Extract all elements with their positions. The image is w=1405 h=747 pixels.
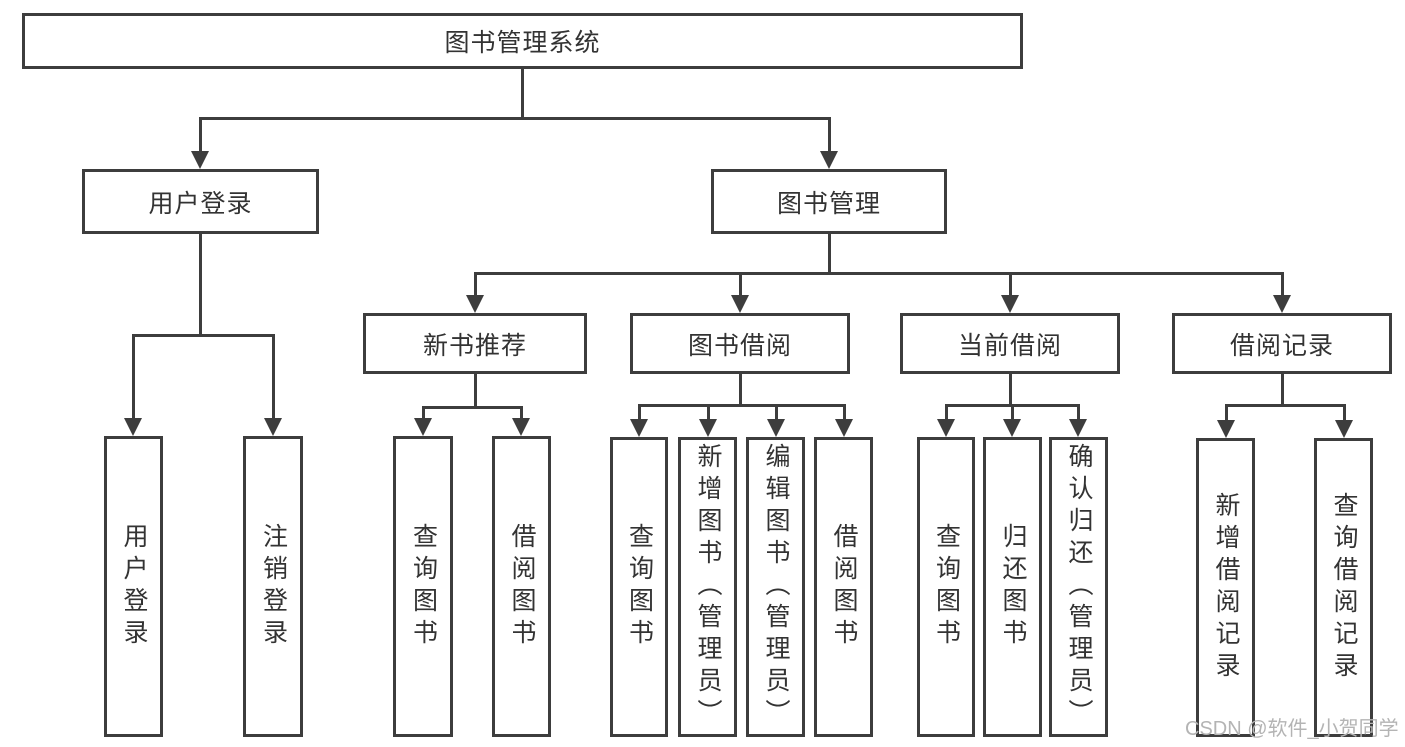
node-label: 当前借阅	[957, 331, 1062, 360]
node-book-management: 图书管理	[711, 169, 947, 234]
node-label: 注销登录	[259, 522, 288, 651]
node-label: 查询图书	[409, 522, 438, 651]
node-label: 归还图书	[999, 523, 1027, 651]
leaf-br-add-record: 新增借阅记录	[1196, 438, 1255, 737]
connector-line	[945, 404, 948, 421]
node-label: 用户登录	[120, 522, 148, 651]
node-user-login: 用户登录	[82, 169, 319, 234]
connector-line	[422, 406, 425, 420]
node-label: 确认归还（管理员）	[1065, 443, 1093, 731]
node-label: 用户登录	[148, 189, 253, 218]
connector-arrowhead	[1069, 419, 1087, 437]
connector-arrowhead	[124, 418, 142, 436]
node-label: 查询图书	[625, 523, 654, 651]
connector-arrowhead	[699, 419, 717, 437]
node-label: 新书推荐	[422, 331, 527, 360]
connector-arrowhead	[835, 419, 853, 437]
connector-line	[474, 272, 1284, 275]
connector-line	[1343, 404, 1346, 422]
connector-line	[828, 117, 831, 153]
node-label: 借阅记录	[1229, 331, 1334, 360]
node-label: 新增借阅记录	[1212, 491, 1240, 684]
connector-arrowhead	[937, 419, 955, 437]
leaf-nb-query-books: 查询图书	[393, 436, 453, 737]
connector-line	[272, 334, 275, 420]
connector-line	[1009, 374, 1012, 405]
connector-arrowhead	[1001, 295, 1019, 313]
connector-arrowhead	[1335, 420, 1353, 438]
connector-line	[638, 404, 641, 421]
node-label: 查询借阅记录	[1330, 491, 1358, 684]
connector-line	[1225, 404, 1346, 407]
connector-line	[739, 374, 742, 405]
connector-arrowhead	[414, 418, 432, 436]
connector-line	[775, 404, 778, 421]
connector-line	[1281, 272, 1284, 297]
connector-line	[739, 272, 742, 297]
node-label: 图书管理	[776, 189, 881, 218]
connector-line	[1077, 404, 1080, 421]
connector-line	[1281, 374, 1284, 405]
leaf-bb-add-book-admin: 新增图书（管理员）	[678, 437, 737, 737]
connector-arrowhead	[1273, 295, 1291, 313]
node-label: 借阅图书	[830, 523, 858, 651]
leaf-cb-query-books: 查询图书	[917, 437, 975, 737]
node-label: 借阅图书	[508, 522, 536, 651]
connector-arrowhead	[731, 295, 749, 313]
connector-line	[828, 234, 831, 273]
node-current-borrowing: 当前借阅	[900, 313, 1120, 374]
node-book-borrowing: 图书借阅	[630, 313, 850, 374]
connector-line	[1225, 404, 1228, 422]
connector-line	[199, 234, 202, 335]
connector-line	[132, 334, 275, 337]
csdn-watermark: CSDN @软件_小贺同学	[1185, 718, 1399, 740]
node-label: 新增图书（管理员）	[694, 443, 722, 731]
connector-line	[1011, 404, 1014, 421]
connector-arrowhead	[466, 295, 484, 313]
connector-arrowhead	[1217, 420, 1235, 438]
connector-line	[638, 404, 846, 407]
leaf-cb-return-books: 归还图书	[983, 437, 1042, 737]
leaf-bb-borrow-books: 借阅图书	[814, 437, 873, 737]
node-label: 编辑图书（管理员）	[762, 443, 790, 731]
connector-arrowhead	[264, 418, 282, 436]
leaf-user-login: 用户登录	[104, 436, 163, 737]
leaf-br-query-record: 查询借阅记录	[1314, 438, 1373, 737]
node-label: 图书借阅	[687, 331, 792, 360]
leaf-nb-borrow-books: 借阅图书	[492, 436, 551, 737]
connector-line	[1009, 272, 1012, 297]
node-borrowing-records: 借阅记录	[1172, 313, 1392, 374]
connector-line	[520, 406, 523, 420]
node-new-book-recommend: 新书推荐	[363, 313, 587, 374]
connector-line	[843, 404, 846, 421]
node-label: 图书管理系统	[444, 29, 601, 57]
connector-line	[199, 117, 202, 153]
connector-arrowhead	[767, 419, 785, 437]
connector-line	[474, 374, 477, 407]
leaf-bb-edit-book-admin: 编辑图书（管理员）	[746, 437, 805, 737]
connector-line	[521, 69, 524, 118]
connector-arrowhead	[191, 151, 209, 169]
connector-line	[199, 117, 830, 120]
leaf-logout: 注销登录	[243, 436, 303, 737]
connector-line	[474, 272, 477, 297]
node-library-system: 图书管理系统	[22, 13, 1023, 69]
connector-arrowhead	[820, 151, 838, 169]
connector-line	[707, 404, 710, 421]
leaf-bb-query-books: 查询图书	[610, 437, 668, 737]
connector-arrowhead	[630, 419, 648, 437]
connector-arrowhead	[1003, 419, 1021, 437]
connector-line	[422, 406, 523, 409]
connector-line	[132, 334, 135, 420]
node-label: 查询图书	[932, 523, 961, 651]
leaf-cb-confirm-return-admin: 确认归还（管理员）	[1049, 437, 1108, 737]
connector-arrowhead	[512, 418, 530, 436]
